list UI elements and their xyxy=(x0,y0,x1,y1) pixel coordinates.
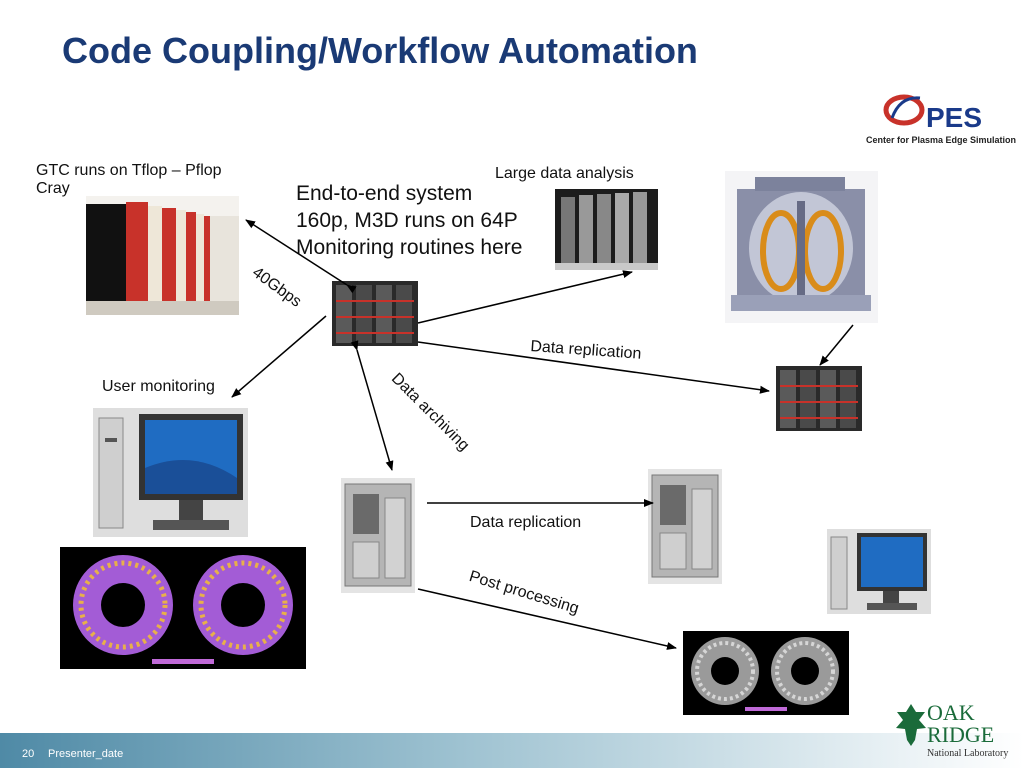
ornl-line2: RIDGE xyxy=(927,722,995,747)
cpes-logo-mark xyxy=(883,94,925,126)
gtc-label-line1: GTC runs on Tflop – Pflop xyxy=(36,162,222,179)
oak-leaf-icon xyxy=(896,704,926,746)
arrow-tokamak-to-replica xyxy=(819,324,854,366)
cpes-subtitle: Center for Plasma Edge Simulation xyxy=(866,135,1017,145)
gtc-label-line2: Cray xyxy=(36,180,70,197)
footer-band xyxy=(0,733,1024,768)
user-workstation-image xyxy=(93,408,248,537)
archive-storage-image xyxy=(341,478,415,593)
page-number: 20 xyxy=(22,748,35,760)
cpes-logo: PES Center for Plasma Edge Simulation xyxy=(864,88,1024,150)
e2e-label-line1: End-to-end system xyxy=(296,182,473,205)
plasma-visualization-gray xyxy=(683,631,849,715)
ornl-line1: OAK xyxy=(927,700,975,725)
slide-title: Code Coupling/Workflow Automation xyxy=(62,30,698,71)
arrow-to-user xyxy=(231,315,327,398)
presenter-date: Presenter_date xyxy=(48,748,124,760)
large-data-label: Large data analysis xyxy=(495,165,634,182)
tokamak-image xyxy=(725,171,878,323)
remote-workstation-image xyxy=(827,529,931,614)
arrow-to-analysis xyxy=(417,270,633,324)
replica-cluster-image xyxy=(776,366,862,431)
user-monitoring-label: User monitoring xyxy=(102,378,215,395)
replica-storage-image xyxy=(648,469,722,584)
ornl-logo: OAK RIDGE National Laboratory xyxy=(893,700,1013,762)
analysis-cluster-image xyxy=(555,189,658,270)
plasma-visualization-color xyxy=(60,547,306,669)
arrow-post-processing xyxy=(417,588,677,650)
data-replication-label-2: Data replication xyxy=(470,514,582,531)
arrow-to-replica-cluster xyxy=(417,341,770,394)
arrow-archiving xyxy=(350,340,394,471)
cpes-letters: PES xyxy=(926,102,983,133)
ornl-line3: National Laboratory xyxy=(927,748,1009,759)
arrow-to-cray xyxy=(245,219,357,294)
cray-supercomputer-image xyxy=(86,196,239,315)
